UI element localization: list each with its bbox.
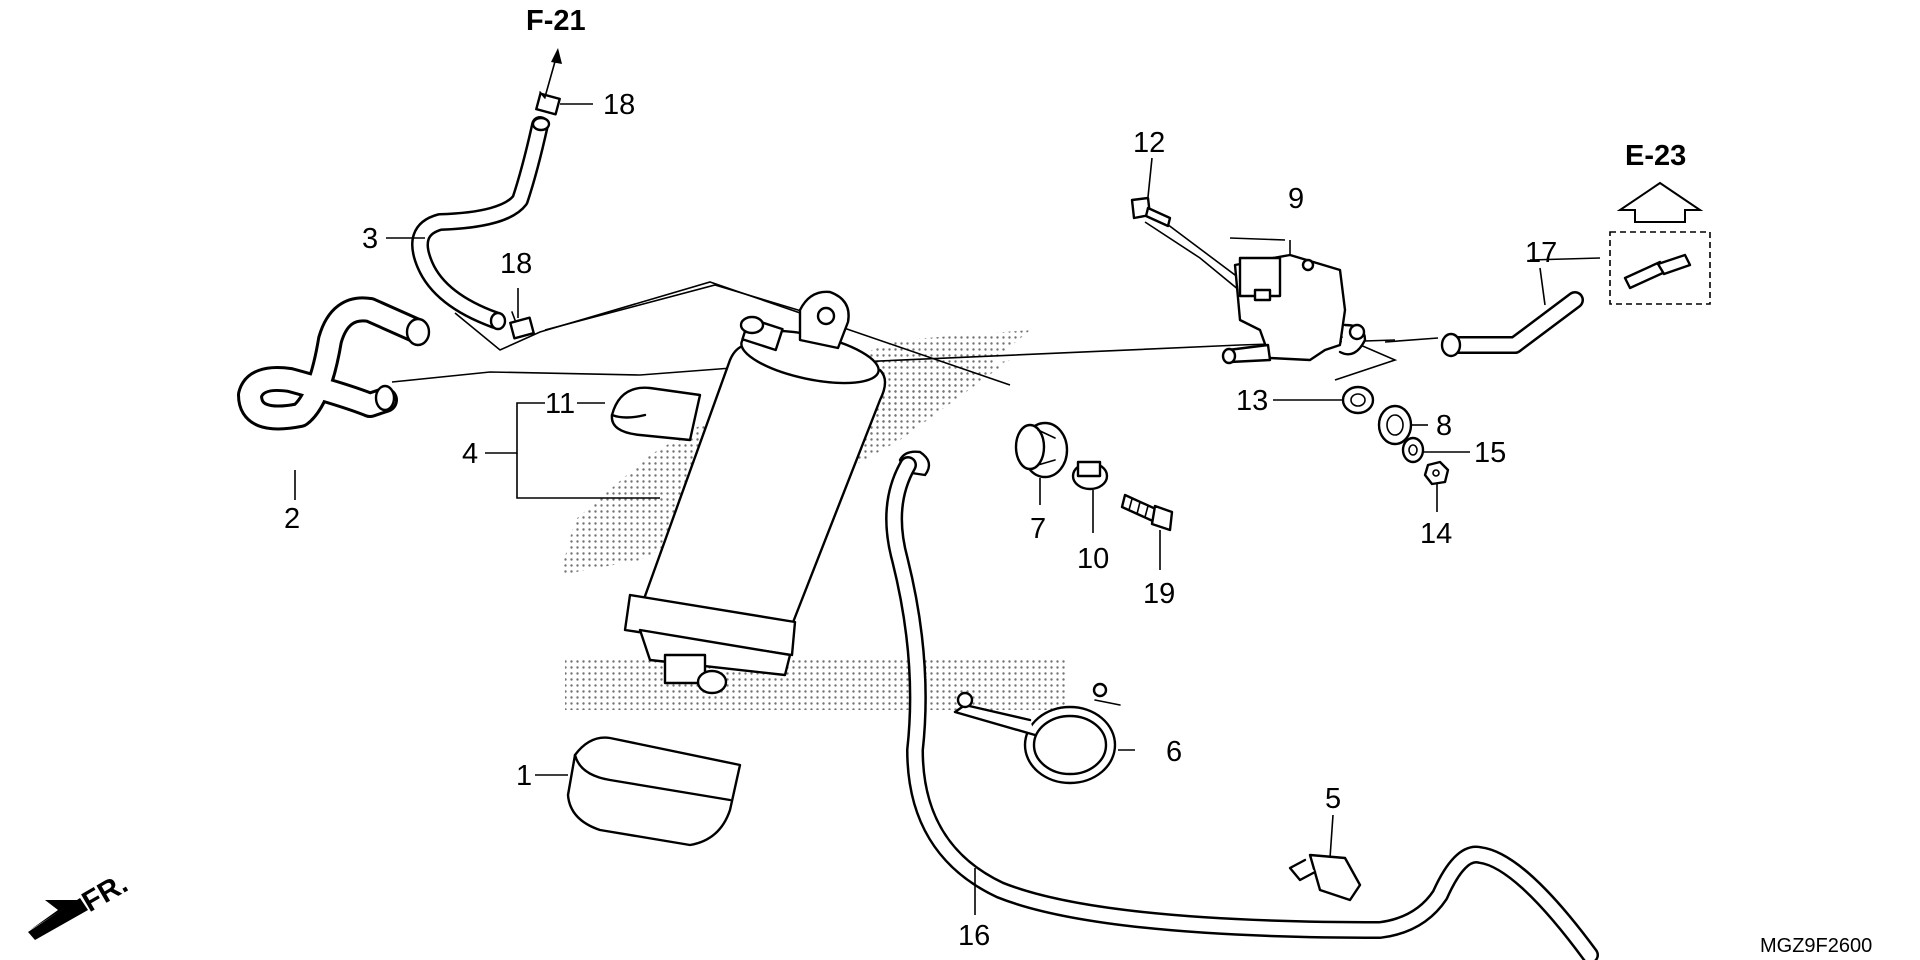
callout-17: 17 (1525, 237, 1557, 269)
part-grommet-8 (1377, 404, 1413, 446)
part-solenoid-valve (1221, 253, 1367, 365)
callout-2: 2 (284, 503, 300, 535)
callout-6: 6 (1166, 736, 1182, 768)
reference-e23: E-23 (1625, 140, 1686, 172)
arrow-up-icon (544, 48, 562, 98)
part-label (610, 386, 702, 442)
leader-lines (391, 214, 1601, 386)
part-hose-upper (411, 116, 551, 331)
callout-5: 5 (1325, 783, 1341, 815)
part-collar-13 (1341, 385, 1375, 415)
part-band (566, 736, 742, 847)
part-pipe-clip (1288, 853, 1362, 902)
part-hose-left (237, 296, 431, 431)
callout-18-lower: 18 (500, 248, 532, 280)
callout-8: 8 (1436, 410, 1452, 442)
arrow-down-left-icon (28, 898, 88, 940)
callout-10: 10 (1077, 543, 1109, 575)
part-clip-lower (509, 311, 535, 340)
callout-leaders (294, 103, 1546, 915)
part-clamp (953, 682, 1121, 785)
part-fitting (1609, 231, 1711, 305)
part-grommet (1014, 421, 1069, 479)
part-hose-long (885, 456, 1599, 960)
callout-7: 7 (1030, 513, 1046, 545)
callout-13: 13 (1236, 385, 1268, 417)
part-hose-right (1440, 291, 1584, 358)
callout-3: 3 (362, 223, 378, 255)
diagram-code: MGZ9F2600 (1760, 935, 1872, 957)
callout-19: 19 (1143, 578, 1175, 610)
outline-arrow-up-icon (1616, 181, 1704, 223)
callout-11: 11 (545, 388, 575, 420)
part-nut-14 (1423, 460, 1450, 486)
part-clip-upper (535, 91, 561, 116)
callout-1: 1 (516, 760, 532, 792)
part-washer-15 (1401, 436, 1425, 464)
part-canister (623, 290, 931, 695)
callout-12: 12 (1133, 127, 1165, 159)
part-collar (1071, 460, 1109, 491)
callout-9: 9 (1288, 183, 1304, 215)
callout-16: 16 (958, 920, 990, 952)
callout-18-upper: 18 (603, 89, 635, 121)
part-valve-bolt (1130, 196, 1172, 228)
part-bolt (1120, 493, 1174, 532)
callout-15: 15 (1474, 437, 1506, 469)
callout-14: 14 (1420, 518, 1452, 550)
reference-f21: F-21 (526, 5, 586, 37)
callout-4: 4 (462, 438, 478, 470)
